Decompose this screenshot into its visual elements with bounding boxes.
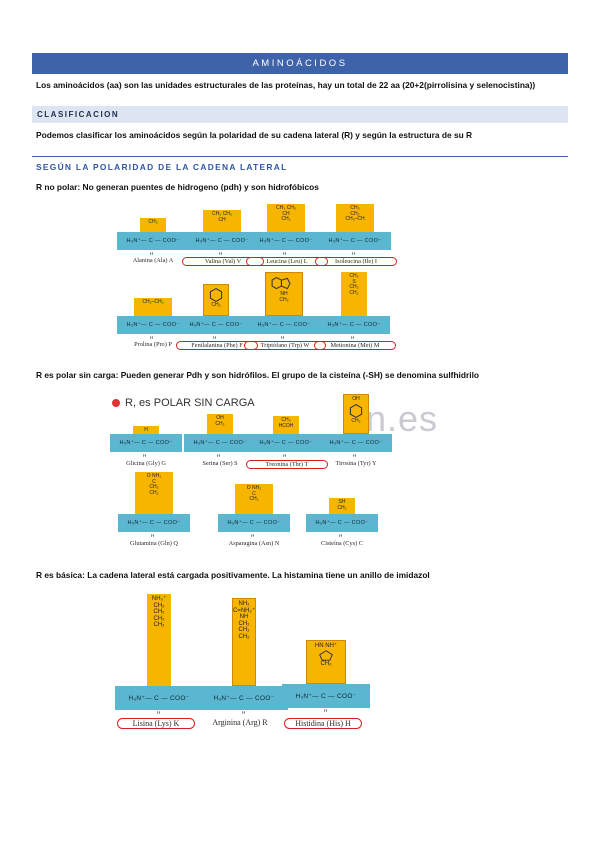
watermark: n.es [366,398,439,439]
backbone: H₃N⁺— C — COO⁻ [200,686,288,710]
nonpolar-description: R no polar: No generan puentes de hidrog… [36,182,319,192]
backbone: H₃N⁺— C — COO⁻ [320,434,392,452]
imidazole-ring-icon [319,649,333,661]
backbone: H₃N⁺— C — COO⁻ [180,316,252,334]
aa-label: Treonina (Thr) T [246,460,328,469]
backbone: H₃N⁺— C — COO⁻ [115,686,203,710]
backbone: H₃N⁺— C — COO⁻ [118,514,190,532]
indole-ring-icon [271,276,291,290]
page-title: AMINOÁCIDOS [32,53,568,74]
side-chain: HN NH⁺ CH₂ [306,640,346,684]
aa-label: Fenilalanina (Phe) F [176,341,258,350]
aa-card-glicina: H H₃N⁺— C — COO⁻ H Glicina (Gly) G [110,420,182,472]
backbone: H₃N⁺— C — COO⁻ [306,514,378,532]
clasificacion-text: Podemos clasificar los aminoácidos según… [36,130,473,140]
backbone: H₃N⁺— C — COO⁻ [250,434,322,452]
aa-label: Serina (Ser) S [202,460,238,467]
backbone: H₃N⁺— C — COO⁻ [218,514,290,532]
aa-card-prolina: CH₂–CH₂ H₃N⁺— C — COO⁻ H Prolina (Pro) P [117,282,189,354]
aa-label: Glutamina (Gln) Q [130,540,178,547]
aa-label: Cisteína (Cys) C [321,540,363,547]
aa-card-tirosina: OH CH₂ H₃N⁺— C — COO⁻ H Tirosina (Tyr) Y [320,392,392,472]
aa-label: Tirosina (Tyr) Y [335,460,377,467]
aa-label: Metionina (Met) M [314,341,396,350]
aa-label: Alanina (Ala) A [132,257,174,264]
aa-card-alanina: CH₃ H₃N⁺— C — COO⁻ H Alanina (Ala) A [117,200,189,270]
backbone: H₃N⁺— C — COO⁻ [117,316,189,334]
backbone: H₃N⁺— C — COO⁻ [110,434,182,452]
aa-label: Arginina (Arg) R [212,718,268,727]
aa-label: Triptófano (Trp) W [244,341,326,350]
benzene-ring-icon [349,403,363,418]
aa-card-histidina: HN NH⁺ CH₂ H₃N⁺— C — COO⁻ H Histidina (H… [282,640,370,734]
section-header-polaridad: SEGÚN LA POLARIDAD DE LA CADENA LATERAL [36,162,288,172]
backbone: H₃N⁺— C — COO⁻ [319,232,391,250]
backbone: H₃N⁺— C — COO⁻ [186,232,258,250]
aa-label: Lisina (Lys) K [117,718,195,729]
side-chain: CH₃ [140,218,166,232]
backbone: H₃N⁺— C — COO⁻ [318,316,390,334]
aa-label: Glicina (Gly) G [126,460,166,467]
backbone: H₃N⁺— C — COO⁻ [184,434,256,452]
divider [32,156,568,157]
side-chain: OH CH₂ [343,394,369,434]
intro-text: Los aminoácidos (aa) son las unidades es… [36,80,536,90]
section-header-clasificacion: CLASIFICACION [32,106,568,123]
bullet-icon [112,399,120,407]
aa-label: Asparagina (Asn) N [228,540,280,547]
basic-description: R es básica: La cadena lateral está carg… [36,570,430,580]
aa-label: Isoleucina (Ile) I [315,257,397,266]
backbone: H₃N⁺— C — COO⁻ [117,232,189,250]
aa-label: Leucina (Leu) L [246,257,328,266]
polar-description: R es polar sin carga: Pueden generar Pdh… [36,370,480,380]
aa-label: Prolina (Pro) P [134,341,172,348]
backbone: H₃N⁺— C — COO⁻ [282,684,370,708]
aa-label: Histidina (His) H [284,718,362,729]
side-chain: CH₂ [203,284,229,316]
backbone: H₃N⁺— C — COO⁻ [248,316,320,334]
panel-title: R, es POLAR SIN CARGA [112,397,255,409]
side-chain: H [133,426,159,434]
aa-label: Valina (Val) V [182,257,264,266]
side-chain: CH₂–CH₂ [134,298,172,316]
aa-card-fenilalanina: CH₂ H₃N⁺— C — COO⁻ H Fenilalanina (Phe) … [176,282,258,354]
backbone: H₃N⁺— C — COO⁻ [250,232,322,250]
benzene-ring-icon [209,288,223,302]
